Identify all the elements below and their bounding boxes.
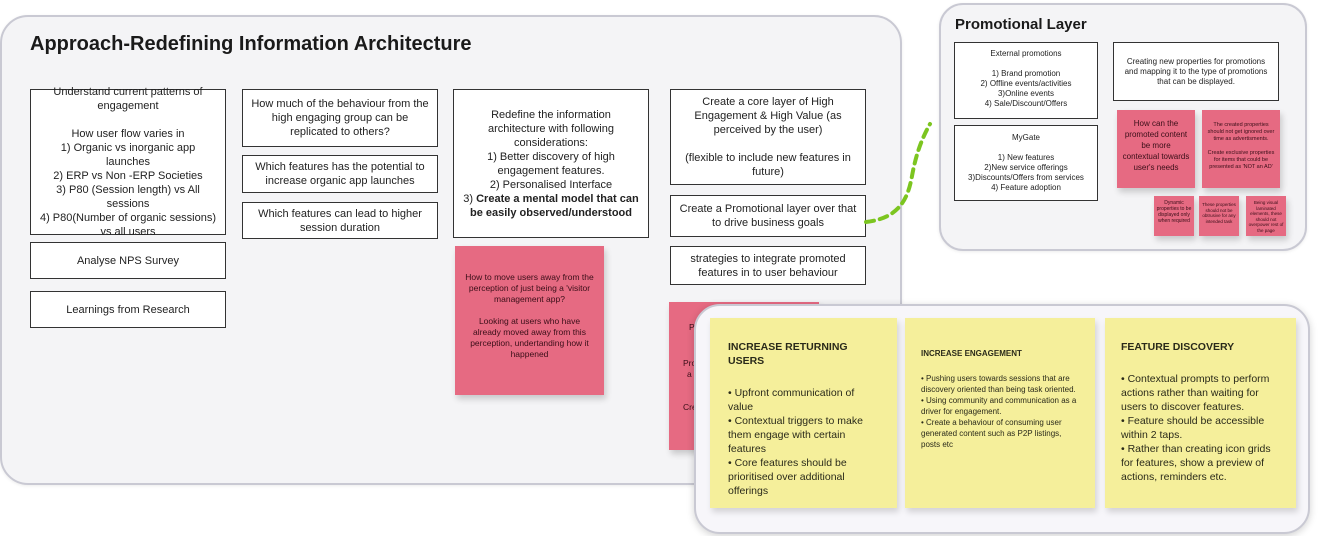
returning-users-body: • Upfront communication of value • Conte…: [728, 387, 863, 497]
card-organic-launches: Which features has the potential to incr…: [242, 155, 438, 193]
card-integrate-strategies: strategies to integrate promoted feature…: [670, 246, 866, 285]
card-promotional-layer: Create a Promotional layer over that to …: [670, 195, 866, 237]
engagement-body: • Pushing users towards sessions that ar…: [921, 374, 1077, 449]
feature-discovery-title: FEATURE DISCOVERY: [1121, 341, 1235, 353]
sticky-hidden-frag-3: a: [687, 369, 692, 379]
sticky-increase-returning-users: INCREASE RETURNING USERS • Upfront commu…: [710, 318, 897, 508]
card-understand-patterns: Understand current patterns of engagemen…: [30, 86, 226, 238]
card-redefine-ia: Redefine the information architecture wi…: [453, 89, 649, 238]
card-learnings-research: Learnings from Research: [30, 291, 226, 328]
card-redefine-ia-text: Redefine the information architecture wi…: [463, 108, 615, 205]
sticky-feature-discovery: FEATURE DISCOVERY • Contextual prompts t…: [1105, 318, 1296, 508]
feature-discovery-body: • Contextual prompts to perform actions …: [1121, 373, 1271, 483]
sticky-visual: Being visual laminated elements, these s…: [1246, 196, 1286, 236]
returning-users-title: INCREASE RETURNING USERS: [728, 341, 848, 367]
sticky-obtrusive: These properties should not be obtrusive…: [1199, 196, 1239, 236]
sticky-dynamic: Dynamic properties to be displayed only …: [1154, 196, 1194, 236]
connector-line: [864, 122, 932, 224]
card-external-promotions: External promotions 1) Brand promotion 2…: [954, 42, 1098, 119]
main-panel-title: Approach-Redefining Information Architec…: [30, 33, 472, 55]
sticky-increase-engagement: INCREASE ENGAGEMENT • Pushing users towa…: [905, 318, 1095, 508]
card-mygate: MyGate 1) New features 2)New service off…: [954, 125, 1098, 201]
sticky-created-properties: The created properties should not get ig…: [1202, 110, 1280, 188]
sticky-hidden-frag-4: Cre: [683, 402, 697, 412]
promo-panel-title: Promotional Layer: [955, 16, 1087, 33]
card-core-layer: Create a core layer of High Engagement &…: [670, 89, 866, 185]
sticky-hidden-frag-2: Pro: [683, 358, 697, 368]
sticky-contextual: How can the promoted content be more con…: [1117, 110, 1195, 188]
sticky-visitor-app: How to move users away from the percepti…: [455, 246, 604, 395]
card-replicate-behaviour: How much of the behaviour from the high …: [242, 89, 438, 147]
card-session-duration: Which features can lead to higher sessio…: [242, 202, 438, 239]
card-analyse-nps: Analyse NPS Survey: [30, 242, 226, 279]
card-new-properties: Creating new properties for promotions a…: [1113, 42, 1279, 101]
engagement-title: INCREASE ENGAGEMENT: [921, 349, 1022, 358]
card-redefine-ia-bold: Create a mental model that can be easily…: [470, 192, 639, 219]
sticky-hidden-frag-1: P: [689, 322, 695, 332]
